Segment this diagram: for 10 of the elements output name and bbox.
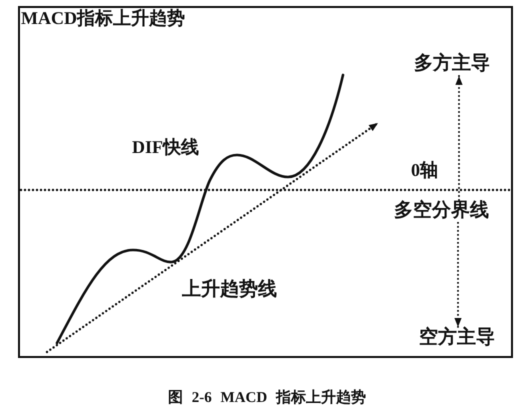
axis-label: 0轴 (411, 161, 438, 181)
figure-caption: 图 2-6 MACD 指标上升趋势 (168, 390, 366, 406)
annotation-label: 多方主导 (414, 54, 490, 75)
annotation-label: 空方主导 (419, 328, 495, 349)
chart-title: MACD指标上升趋势 (21, 9, 185, 29)
line-label: 上升趋势线 (182, 280, 277, 301)
curve-label: DIF快线 (132, 138, 199, 158)
arrow (455, 74, 463, 201)
annotation-label: 多空分界线 (394, 201, 489, 222)
arrow (454, 222, 462, 328)
